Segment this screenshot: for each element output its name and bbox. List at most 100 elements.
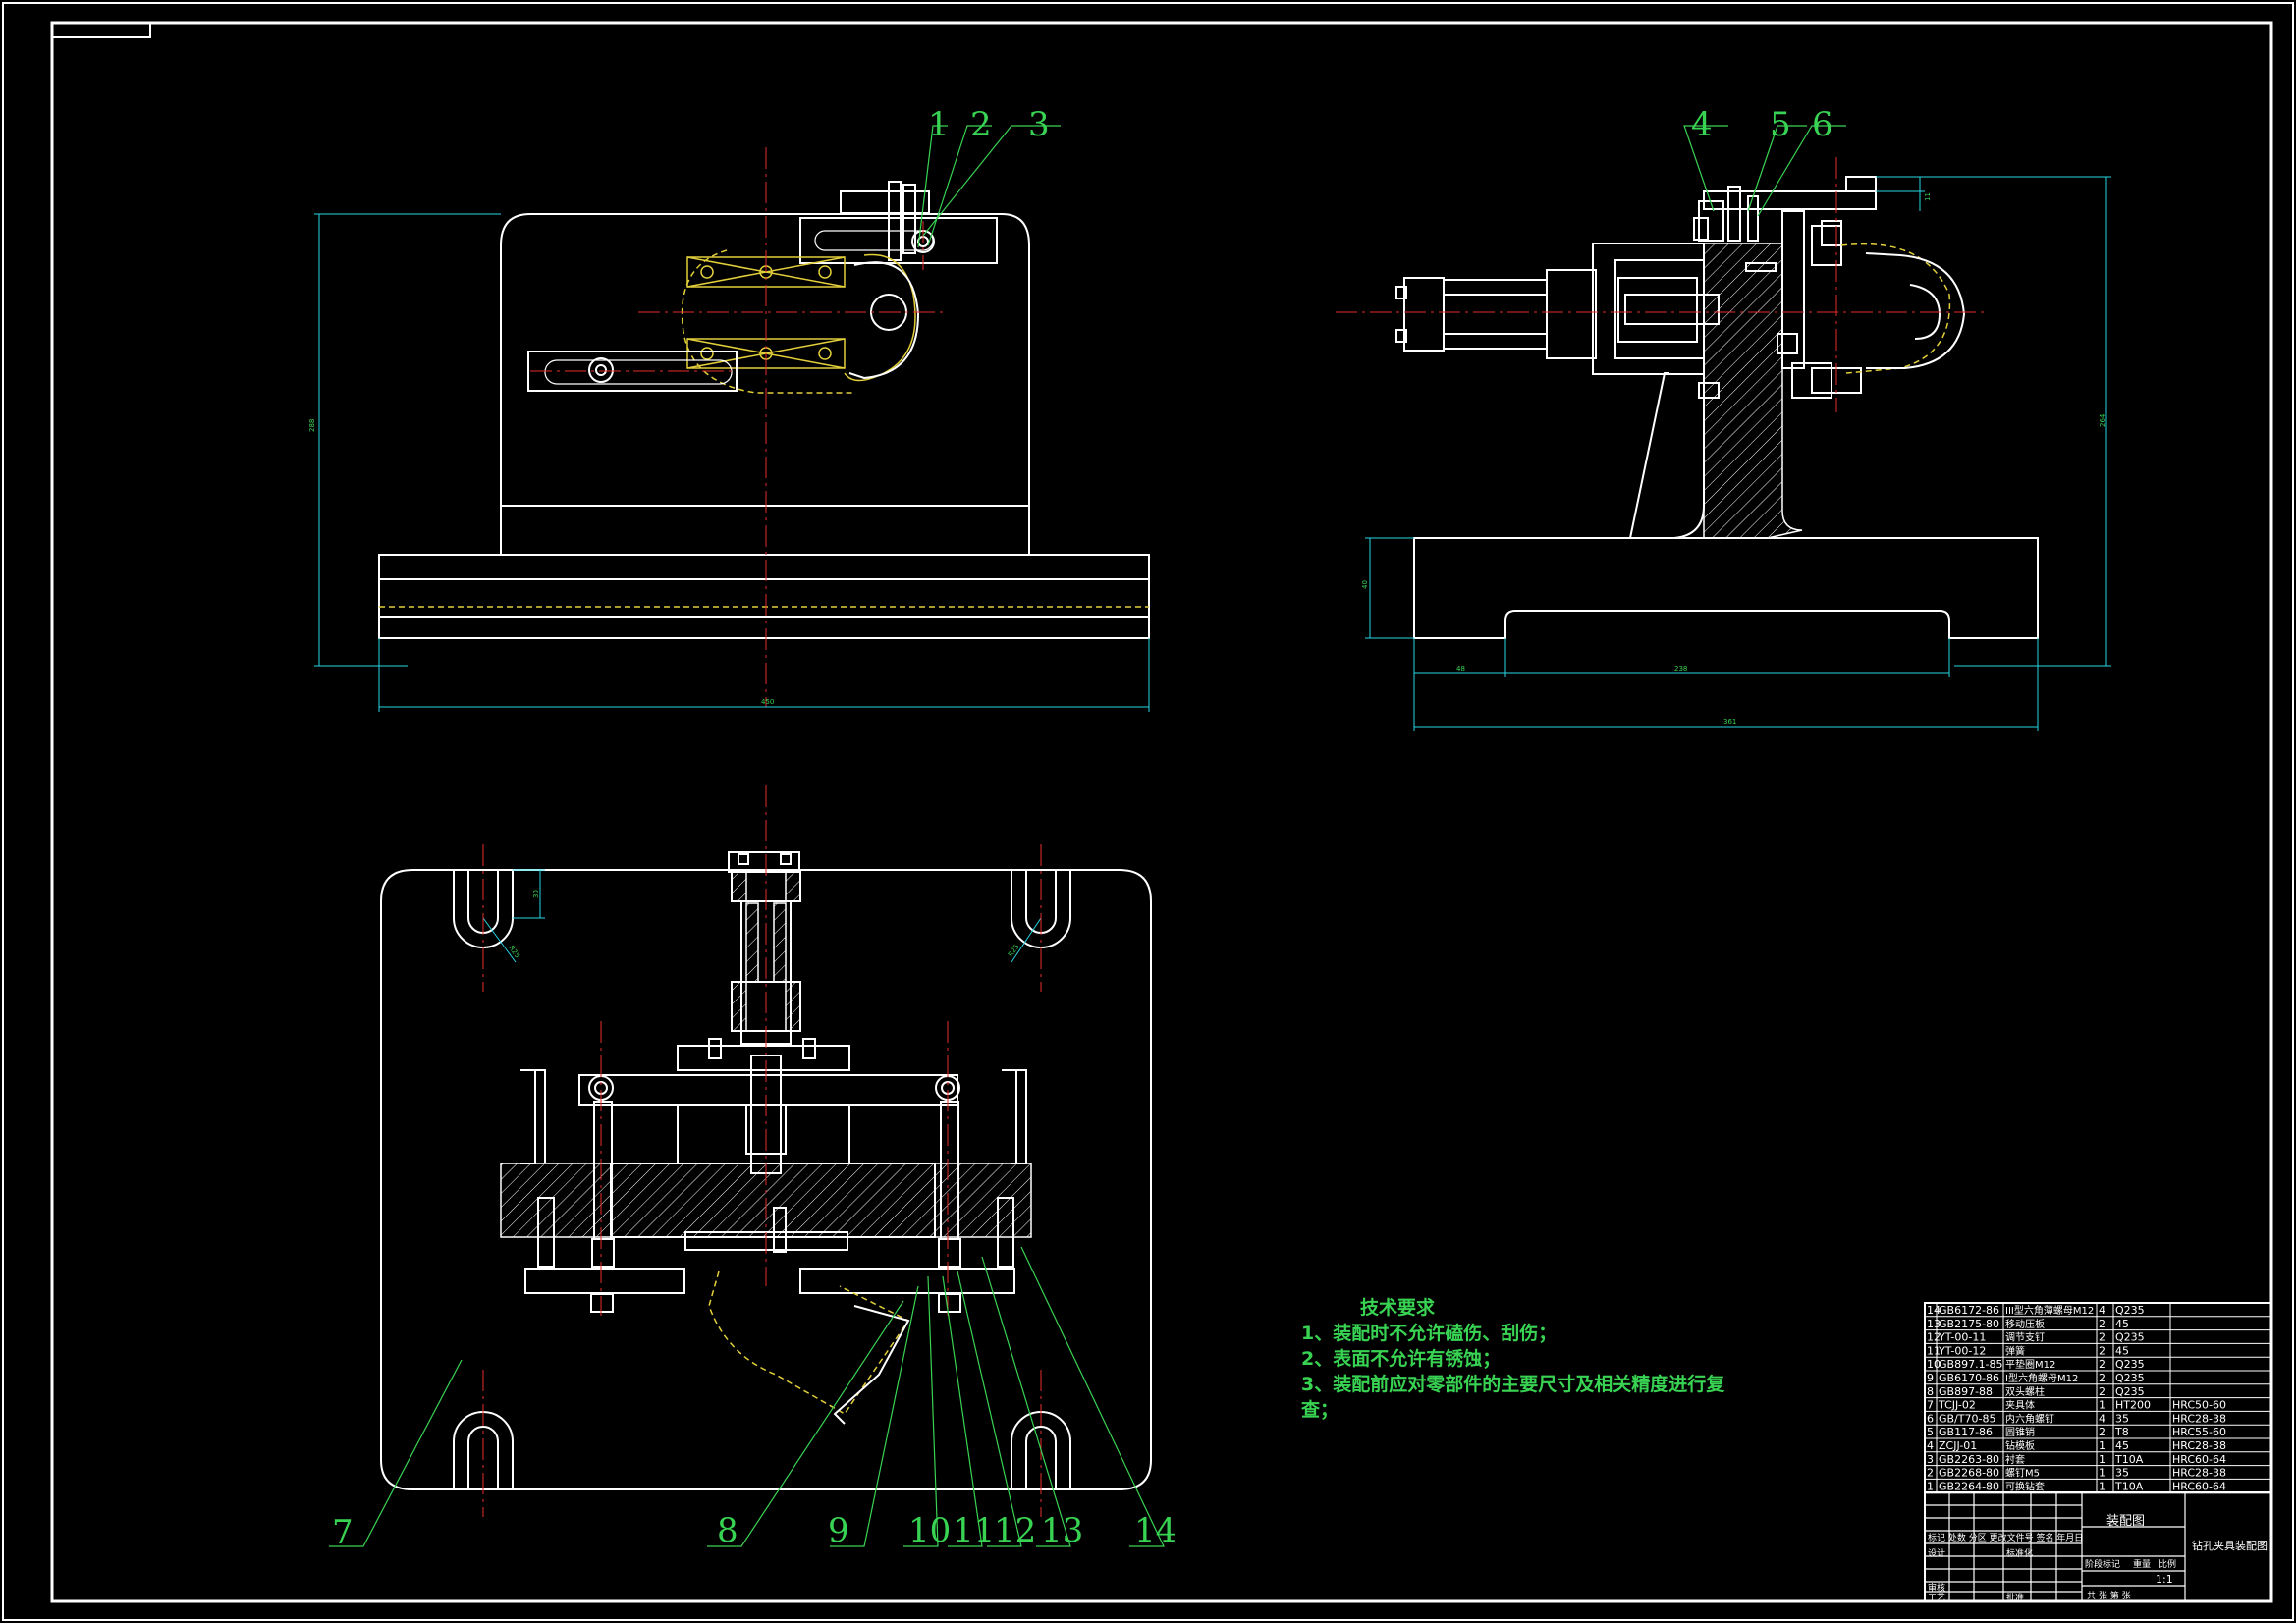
bom-cell-note: HRC28-38: [2172, 1467, 2226, 1480]
callout-4: 4: [1691, 105, 1713, 144]
title-block-review: 审核: [1928, 1582, 1945, 1594]
bom-cell-code: TCJJ-02: [1938, 1399, 1976, 1412]
bom-cell-qty: 1: [2099, 1399, 2105, 1412]
callout-10: 10: [908, 1511, 951, 1550]
title-block-process: 工艺: [1928, 1593, 1945, 1603]
bom-cell-name: 平垫圈M12: [2005, 1358, 2055, 1371]
front-width-dim: 450: [761, 698, 774, 706]
title-block-ratio: 比例: [2159, 1558, 2176, 1570]
bom-cell-no: 2: [1927, 1467, 1934, 1480]
callout-8: 8: [717, 1511, 738, 1550]
title-block-drawing-name: 钻孔夹具装配图: [2192, 1539, 2268, 1552]
callout-1: 1: [928, 105, 950, 144]
callout-2: 2: [970, 105, 992, 144]
bom-cell-qty: 2: [2099, 1358, 2105, 1371]
plan-view: 30 R25 R25: [380, 785, 1152, 1517]
callout-14: 14: [1134, 1511, 1176, 1550]
callout-leaders: [329, 125, 1846, 1547]
side-view: 40 48 238 361 264 11: [1336, 157, 2111, 731]
bom-cell-material: Q235: [2115, 1304, 2145, 1317]
bom-cell-code: GB2263-80: [1939, 1453, 1999, 1466]
bom-cell-material: HT200: [2115, 1399, 2151, 1412]
bom-cell-note: HRC28-38: [2172, 1412, 2226, 1425]
tech-req-item-3: 3、装配前应对零部件的主要尺寸及相关精度进行复: [1301, 1373, 1725, 1395]
bom-cell-qty: 2: [2099, 1372, 2105, 1384]
bom-cell-no: 5: [1927, 1426, 1934, 1438]
bom-cell-no: 9: [1927, 1372, 1934, 1384]
bom-cell-name: 钻模板: [2005, 1439, 2035, 1452]
title-block: 装配图 钻孔夹具装配图 1:1 阶段标记 重量 比例 共 张 第 张 设计 标准…: [1924, 1491, 2272, 1603]
callout-12: 12: [994, 1511, 1036, 1550]
bom-cell-note: HRC60-64: [2172, 1480, 2226, 1492]
bom-cell-code: GB117-86: [1939, 1426, 1993, 1438]
bom-cell-material: Q235: [2115, 1385, 2145, 1398]
bom-cell-qty: 4: [2099, 1304, 2105, 1317]
bom-cell-name: 可换钻套: [2005, 1480, 2045, 1492]
bom-cell-name: 衬套: [2005, 1453, 2025, 1466]
bom-cell-no: 13: [1927, 1318, 1941, 1330]
bom-cell-name: I型六角螺母M12: [2005, 1372, 2078, 1384]
bom-cell-no: 11: [1927, 1344, 1941, 1357]
tech-req-title: 技术要求: [1360, 1296, 1436, 1319]
bom-cell-qty: 1: [2099, 1453, 2105, 1466]
bom-cell-material: 35: [2115, 1412, 2129, 1425]
title-block-standard: 标准化: [2006, 1547, 2033, 1559]
tech-req-item-2: 2、表面不允许有锈蚀；: [1301, 1347, 1501, 1370]
bom-cell-code: GB2264-80: [1939, 1480, 1999, 1492]
bom-cell-name: 调节支钉: [2005, 1332, 2045, 1344]
bom-cell-code: GB/T70-85: [1939, 1412, 1995, 1425]
bom-cell-name: 圆锥销: [2005, 1426, 2035, 1438]
bom-cell-note: HRC60-64: [2172, 1453, 2226, 1466]
slot-depth-dim: 30: [532, 890, 540, 898]
bom-cell-qty: 4: [2099, 1412, 2105, 1425]
bom-cell-no: 8: [1927, 1385, 1934, 1398]
bom-cell-name: III型六角薄螺母M12: [2005, 1304, 2094, 1317]
front-view: 288 450: [308, 147, 1150, 712]
bom-cell-code: YT-00-12: [1938, 1344, 1986, 1357]
bom-cell-qty: 1: [2099, 1439, 2105, 1452]
title-block-design: 设计: [1928, 1547, 1945, 1559]
bom-cell-material: Q235: [2115, 1358, 2145, 1371]
bom-cell-no: 14: [1927, 1304, 1941, 1317]
title-block-row-1: 标记 处数 分区 更改文件号 签名 年月日: [1928, 1532, 2083, 1543]
callout-7: 7: [332, 1513, 354, 1552]
bom-cell-no: 3: [1927, 1453, 1934, 1466]
title-block-stage: 阶段标记: [2085, 1558, 2120, 1570]
bom-cell-material: 45: [2115, 1318, 2129, 1330]
bom-cell-material: Q235: [2115, 1372, 2145, 1384]
bom-cell-qty: 1: [2099, 1467, 2105, 1480]
side-middle-dim: 238: [1674, 665, 1687, 673]
bom-cell-qty: 2: [2099, 1344, 2105, 1357]
slot-radius-dim-left: R25: [507, 945, 520, 960]
title-block-scale: 1:1: [2156, 1573, 2173, 1586]
callout-9: 9: [828, 1511, 849, 1550]
bom-cell-material: T10A: [2114, 1453, 2144, 1466]
bom-cell-code: GB6172-86: [1939, 1304, 1999, 1317]
bom-cell-name: 螺钉M5: [2005, 1468, 2040, 1480]
side-total-dim: 361: [1723, 718, 1736, 726]
bom-cell-material: Q235: [2115, 1331, 2145, 1344]
bom-cell-material: 45: [2115, 1344, 2129, 1357]
tech-req-item-4: 查；: [1300, 1398, 1339, 1421]
bom-cell-code: GB897.1-85: [1939, 1358, 2003, 1371]
bom-cell-code: GB2268-80: [1939, 1467, 1999, 1480]
side-height-dim: 264: [2099, 413, 2106, 427]
bom-cell-name: 双头螺柱: [2005, 1385, 2045, 1398]
callout-5: 5: [1770, 105, 1791, 144]
bom-cell-qty: 2: [2099, 1426, 2105, 1438]
callout-3: 3: [1028, 105, 1050, 144]
callout-6: 6: [1812, 105, 1833, 144]
bom-cell-note: HRC50-60: [2172, 1399, 2226, 1412]
bom-cell-qty: 1: [2099, 1480, 2105, 1492]
bom-cell-no: 6: [1927, 1412, 1934, 1425]
bom-cell-code: ZCJJ-01: [1939, 1439, 1977, 1452]
bom-cell-qty: 2: [2099, 1318, 2105, 1330]
side-base-height-dim: 40: [1361, 580, 1369, 589]
bom-cell-material: T8: [2114, 1426, 2129, 1438]
side-left-dim: 48: [1456, 665, 1465, 673]
bom-cell-name: 移动压板: [2005, 1318, 2045, 1330]
bom-cell-code: GB2175-80: [1939, 1318, 1999, 1330]
